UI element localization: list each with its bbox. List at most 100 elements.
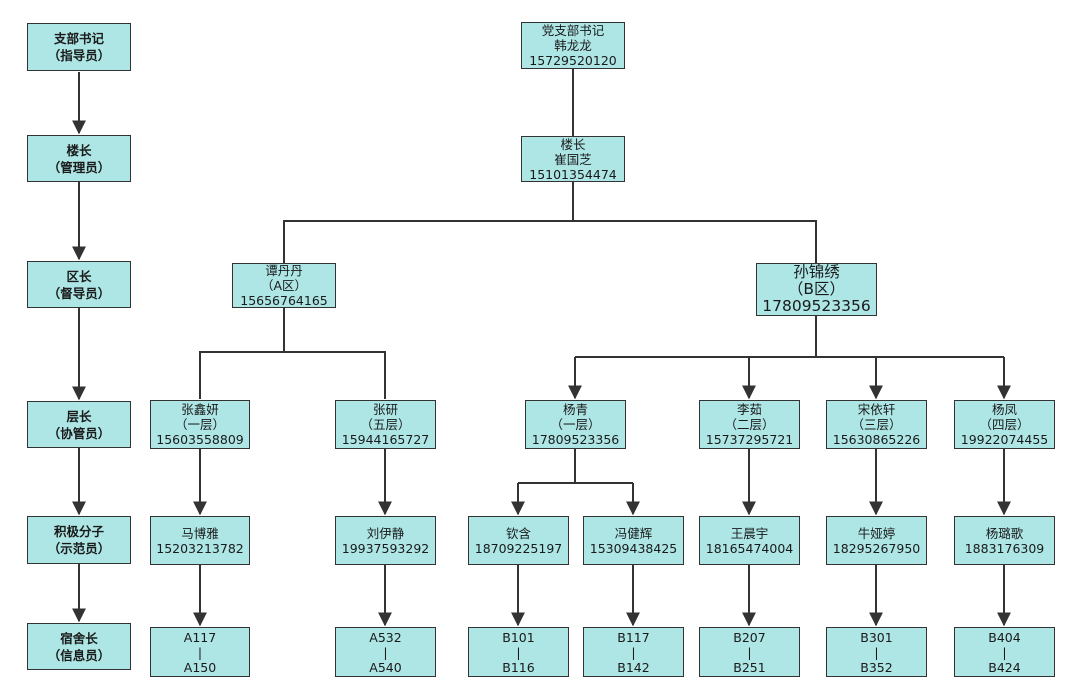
- floor-lead-floor: （一层）: [550, 417, 601, 432]
- room-separator: |: [197, 644, 203, 660]
- role-subtitle: （指导员）: [47, 48, 111, 63]
- activist-name: 牛娅婷: [857, 525, 896, 541]
- activist-box: 王晨宇 18165474004: [699, 516, 800, 565]
- floor-lead-name: 杨凤: [991, 402, 1017, 417]
- room-to: A150: [183, 659, 217, 675]
- role-subtitle: （示范员）: [47, 541, 111, 556]
- room-separator: |: [1002, 644, 1007, 660]
- activist-name: 杨璐歌: [985, 525, 1024, 541]
- activist-name: 冯健辉: [614, 525, 653, 541]
- activist-phone: 18709225197: [474, 540, 563, 556]
- floor-lead-name: 李茹: [736, 402, 762, 417]
- role-title: 楼长: [66, 142, 92, 158]
- secretary-name: 韩龙龙: [554, 38, 592, 53]
- floor-lead-phone: 15944165727: [341, 432, 430, 447]
- floor-lead-name: 张鑫妍: [181, 402, 219, 417]
- room-to: B352: [860, 659, 893, 675]
- room-separator: |: [747, 644, 752, 660]
- area-head-name: 谭丹丹: [265, 263, 303, 278]
- room-to: B116: [502, 659, 535, 675]
- floor-lead-box: 宋依轩 （三层） 15630865226: [826, 400, 927, 449]
- area-head-name: 孙锦绣: [793, 263, 840, 281]
- role-title: 支部书记: [53, 31, 104, 46]
- area-head-phone: 17809523356: [762, 297, 871, 315]
- room-range-box: A117 | A150: [150, 627, 250, 677]
- room-to: B424: [988, 659, 1021, 675]
- room-from: B117: [617, 629, 650, 645]
- role-box-activist: 积极分子 （示范员）: [27, 516, 131, 564]
- activist-box: 冯健辉 15309438425: [583, 516, 684, 565]
- role-box-floor-head: 层长 （协管员）: [27, 401, 131, 448]
- building-head-name: 崔国芝: [554, 151, 592, 167]
- floor-lead-box: 张鑫妍 （一层） 15603558809: [150, 400, 250, 449]
- secretary-phone: 15729520120: [529, 53, 617, 68]
- room-separator: |: [631, 644, 636, 660]
- role-subtitle: （督导员）: [47, 285, 111, 301]
- activist-name: 王晨宇: [730, 525, 769, 541]
- floor-lead-phone: 17809523356: [531, 432, 620, 447]
- activist-phone: 15309438425: [589, 540, 678, 556]
- floor-lead-phone: 19922074455: [960, 432, 1049, 447]
- room-from: B301: [860, 629, 893, 645]
- room-separator: |: [516, 644, 521, 660]
- activist-box: 杨璐歌 1883176309: [954, 516, 1055, 565]
- activist-phone: 1883176309: [964, 540, 1045, 556]
- role-title: 层长: [66, 408, 92, 424]
- floor-lead-box: 杨凤 （四层） 19922074455: [954, 400, 1055, 449]
- activist-box: 钦含 18709225197: [468, 516, 569, 565]
- room-from: B404: [988, 629, 1021, 645]
- room-separator: |: [383, 644, 388, 660]
- activist-box: 牛娅婷 18295267950: [826, 516, 927, 565]
- floor-lead-floor: （三层）: [851, 417, 902, 432]
- role-box-dorm-head: 宿舍长 （信息员）: [27, 623, 131, 670]
- room-range-box: B207 | B251: [699, 627, 800, 677]
- floor-lead-floor: （一层）: [174, 417, 225, 432]
- room-range-box: B117 | B142: [583, 627, 684, 677]
- role-subtitle: （管理员）: [47, 159, 111, 175]
- role-title: 区长: [66, 268, 92, 284]
- building-head-box: 楼长 崔国芝 15101354474: [521, 136, 625, 182]
- floor-lead-phone: 15630865226: [832, 432, 921, 447]
- activist-phone: 18165474004: [705, 540, 794, 556]
- room-to: B251: [733, 659, 766, 675]
- room-range-box: B101 | B116: [468, 627, 569, 677]
- floor-lead-box: 李茹 （二层） 15737295721: [699, 400, 800, 449]
- tree-line: [284, 351, 386, 399]
- floor-lead-name: 杨青: [562, 402, 588, 417]
- room-range-box: B404 | B424: [954, 627, 1055, 677]
- floor-lead-box: 张研 （五层） 15944165727: [335, 400, 436, 449]
- role-title: 宿舍长: [60, 630, 98, 646]
- activist-name: 钦含: [505, 525, 531, 541]
- role-subtitle: （信息员）: [47, 647, 111, 663]
- room-to: A540: [369, 659, 402, 675]
- role-box-building-head: 楼长 （管理员）: [27, 135, 131, 182]
- area-a-box: 谭丹丹 （A区） 15656764165: [232, 263, 336, 308]
- tree-line: [283, 182, 574, 263]
- role-box-area-head: 区长 （督导员）: [27, 261, 131, 308]
- room-separator: |: [874, 644, 879, 660]
- activist-phone: 19937593292: [341, 540, 430, 556]
- room-range-box: A532 | A540: [335, 627, 436, 677]
- activist-name: 刘伊静: [366, 525, 405, 541]
- room-range-box: B301 | B352: [826, 627, 927, 677]
- tree-line: [573, 220, 817, 263]
- room-to: B142: [617, 659, 650, 675]
- activist-phone: 15203213782: [156, 540, 244, 556]
- floor-lead-name: 宋依轩: [857, 402, 896, 417]
- area-label: （B区）: [787, 280, 846, 298]
- area-head-phone: 15656764165: [240, 293, 328, 308]
- floor-lead-floor: （二层）: [724, 417, 775, 432]
- floor-lead-phone: 15737295721: [705, 432, 794, 447]
- floor-lead-floor: （五层）: [360, 417, 411, 432]
- tree-line: [199, 308, 285, 399]
- room-from: B207: [733, 629, 766, 645]
- floor-lead-floor: （四层）: [979, 417, 1030, 432]
- room-from: B101: [502, 629, 535, 645]
- room-from: A117: [183, 629, 217, 645]
- activist-box: 刘伊静 19937593292: [335, 516, 436, 565]
- secretary-title: 党支部书记: [541, 23, 605, 38]
- floor-lead-phone: 15603558809: [156, 432, 244, 447]
- activist-phone: 18295267950: [832, 540, 921, 556]
- area-label: （A区）: [260, 278, 308, 293]
